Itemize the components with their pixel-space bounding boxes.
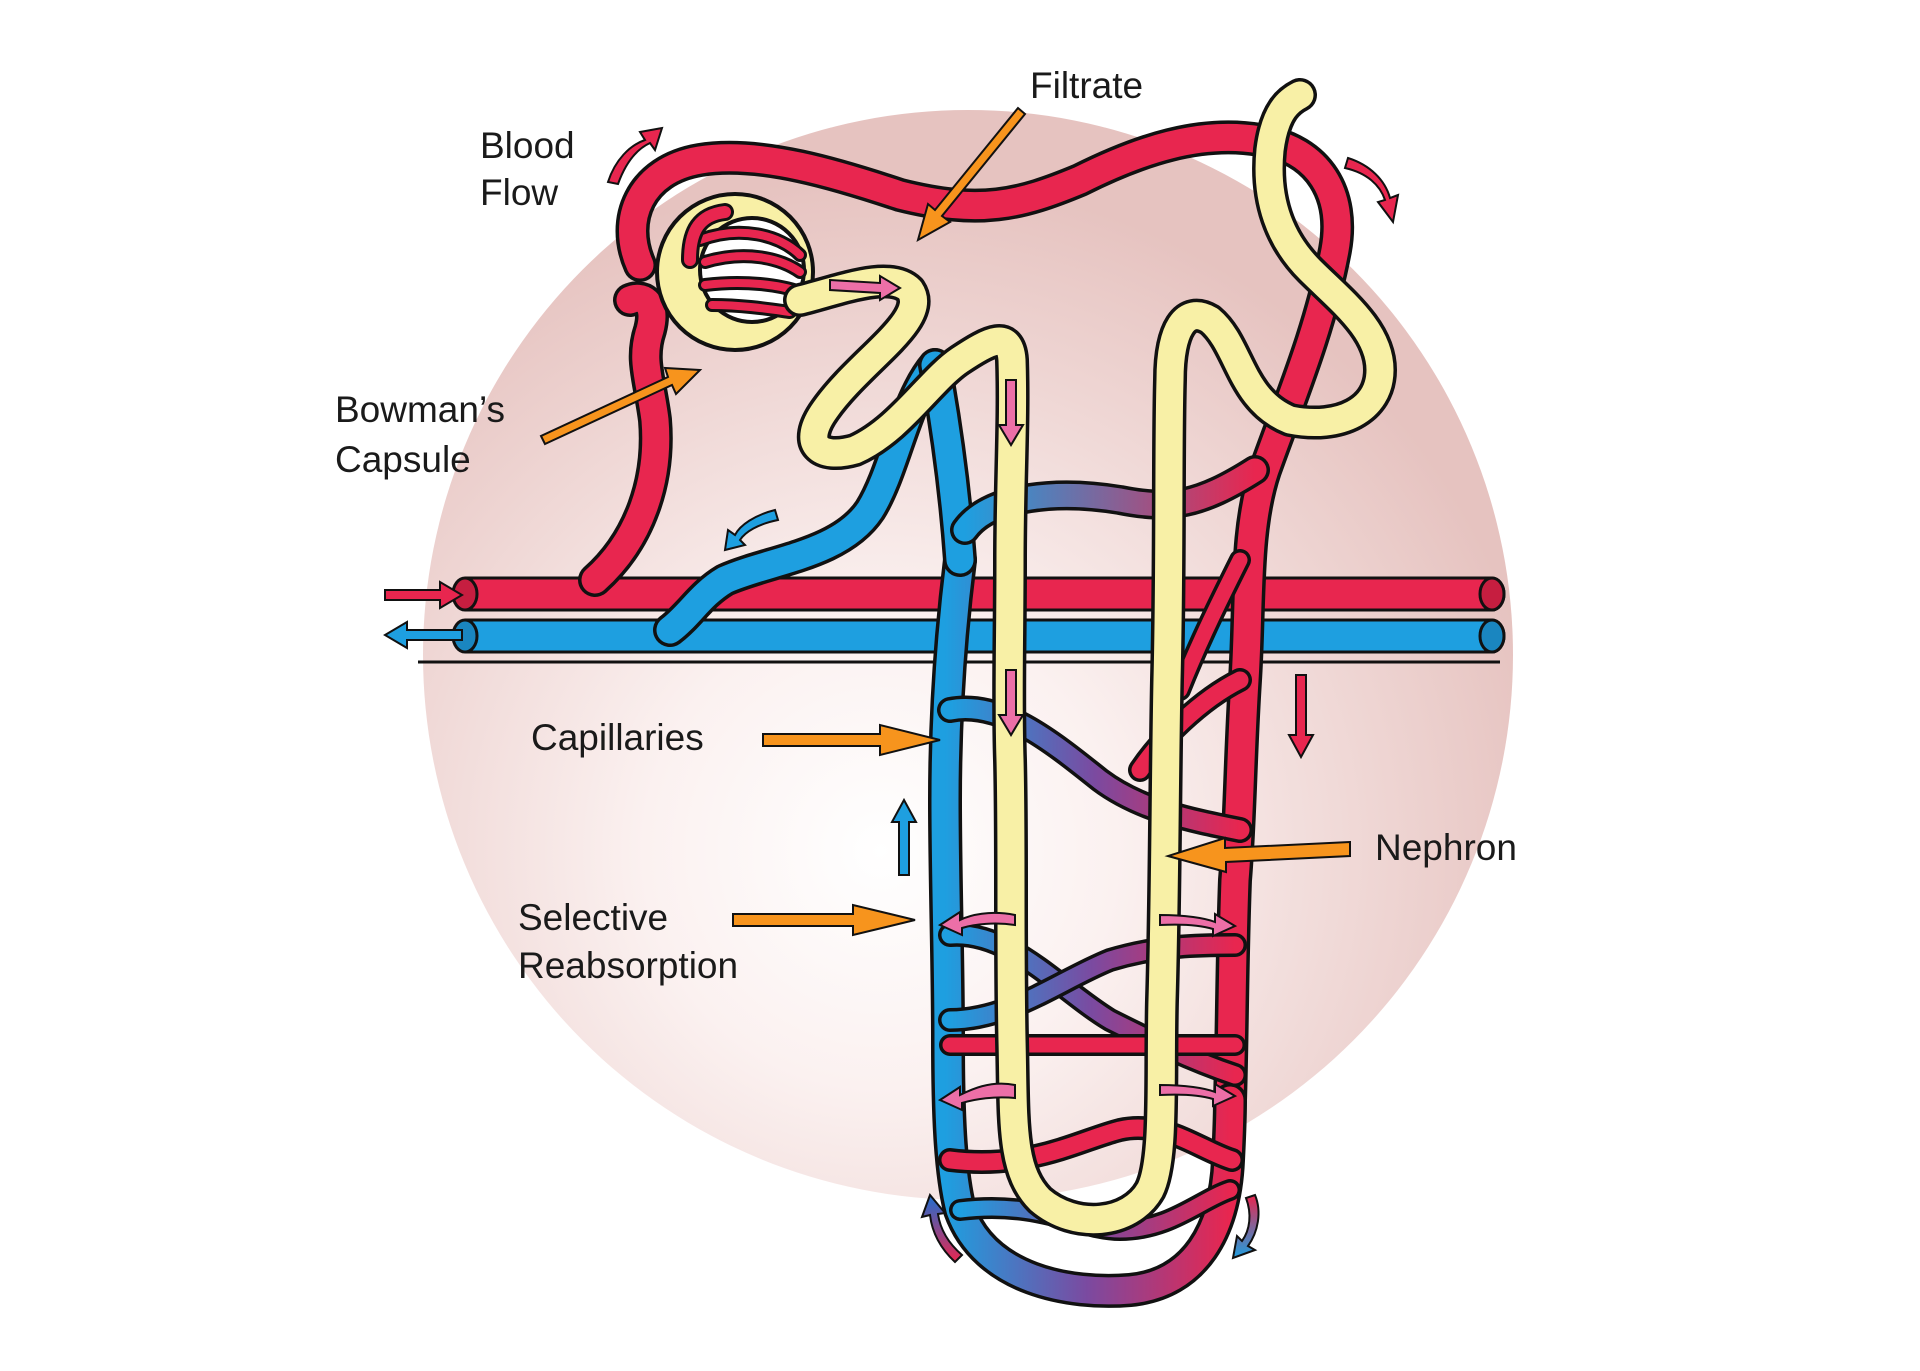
label-blood-flow-line1: Blood (480, 125, 575, 166)
reabsorption-arrow-right-1 (1159, 912, 1238, 938)
flow-arrow-capsule (829, 274, 902, 302)
arrow-artery-in (384, 580, 464, 610)
reabsorption-arrow-left-1 (937, 910, 1016, 937)
label-bowmans-line2: Capsule (335, 439, 471, 480)
arrow-venule-down (723, 508, 780, 552)
pointer-bowmans-capsule (539, 366, 703, 446)
pointer-selective-reabsorption (732, 903, 916, 937)
nephron-tubule (783, 78, 1397, 1237)
arrow-vein-out (383, 620, 463, 650)
capillary-loop (928, 543, 1247, 1308)
reabsorption-arrow-left-2 (937, 1082, 1016, 1112)
label-bowmans-line1: Bowman’s (335, 389, 505, 430)
label-capillaries: Capillaries (531, 717, 704, 758)
arrow-left-vessel-up (890, 797, 918, 876)
arrow-bottom-left-up (920, 1193, 964, 1264)
label-blood-flow-line2: Flow (480, 172, 558, 213)
label-nephron: Nephron (1375, 827, 1517, 868)
label-filtrate: Filtrate (1030, 65, 1143, 106)
label-selective-line1: Selective (518, 897, 668, 938)
pointer-capillaries (762, 723, 941, 757)
flow-arrow-descending-1 (997, 379, 1025, 447)
glomerulus (655, 192, 815, 352)
label-selective-line2: Reabsorption (518, 945, 738, 986)
main-vein (451, 618, 1506, 654)
flow-arrow-descending-2 (997, 669, 1025, 737)
arrow-bottom-right-down (1231, 1193, 1260, 1260)
arrow-right-vessel-down (1287, 674, 1315, 760)
reabsorption-arrow-right-2 (1159, 1082, 1238, 1108)
arrow-blood-flow-topleft (606, 126, 664, 186)
afferent-arteriole (578, 281, 673, 597)
pointer-nephron (1164, 836, 1351, 874)
arrow-blood-flow-topright (1343, 156, 1400, 225)
pointer-filtrate (916, 106, 1027, 243)
efferent-arteriole-top (615, 120, 1355, 1117)
